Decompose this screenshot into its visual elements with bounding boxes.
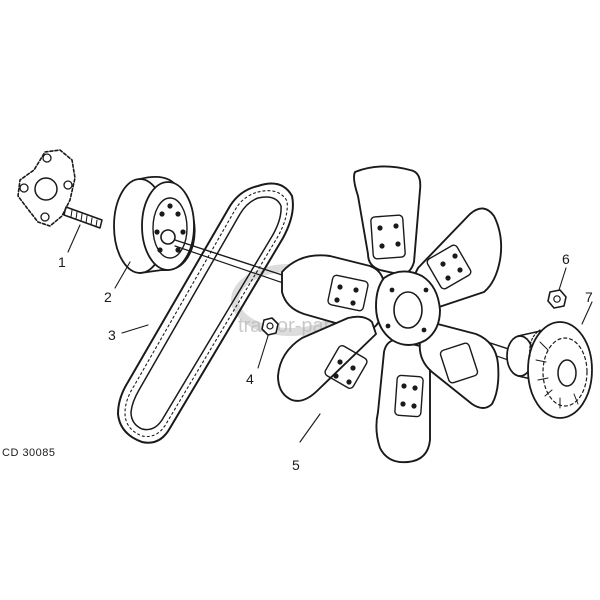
callout-1: 1 [58,254,66,270]
leader-lines [67,224,593,443]
drive-pulley [113,176,196,274]
callout-7: 7 [585,289,593,305]
fan-blade [277,165,503,464]
nut-left [261,317,279,336]
callout-3: 3 [108,327,116,343]
nut-right [547,289,567,309]
figure-reference-code: CD 30085 [2,447,56,459]
stud [63,206,103,229]
callout-6: 6 [562,251,570,267]
fan-belt [117,182,294,444]
callout-2: 2 [104,289,112,305]
mounting-plate [17,149,76,227]
fan-drive-clutch [506,321,593,419]
callouts: 1 2 3 4 5 6 7 [58,251,593,473]
callout-5: 5 [292,457,300,473]
callout-4: 4 [246,371,254,387]
